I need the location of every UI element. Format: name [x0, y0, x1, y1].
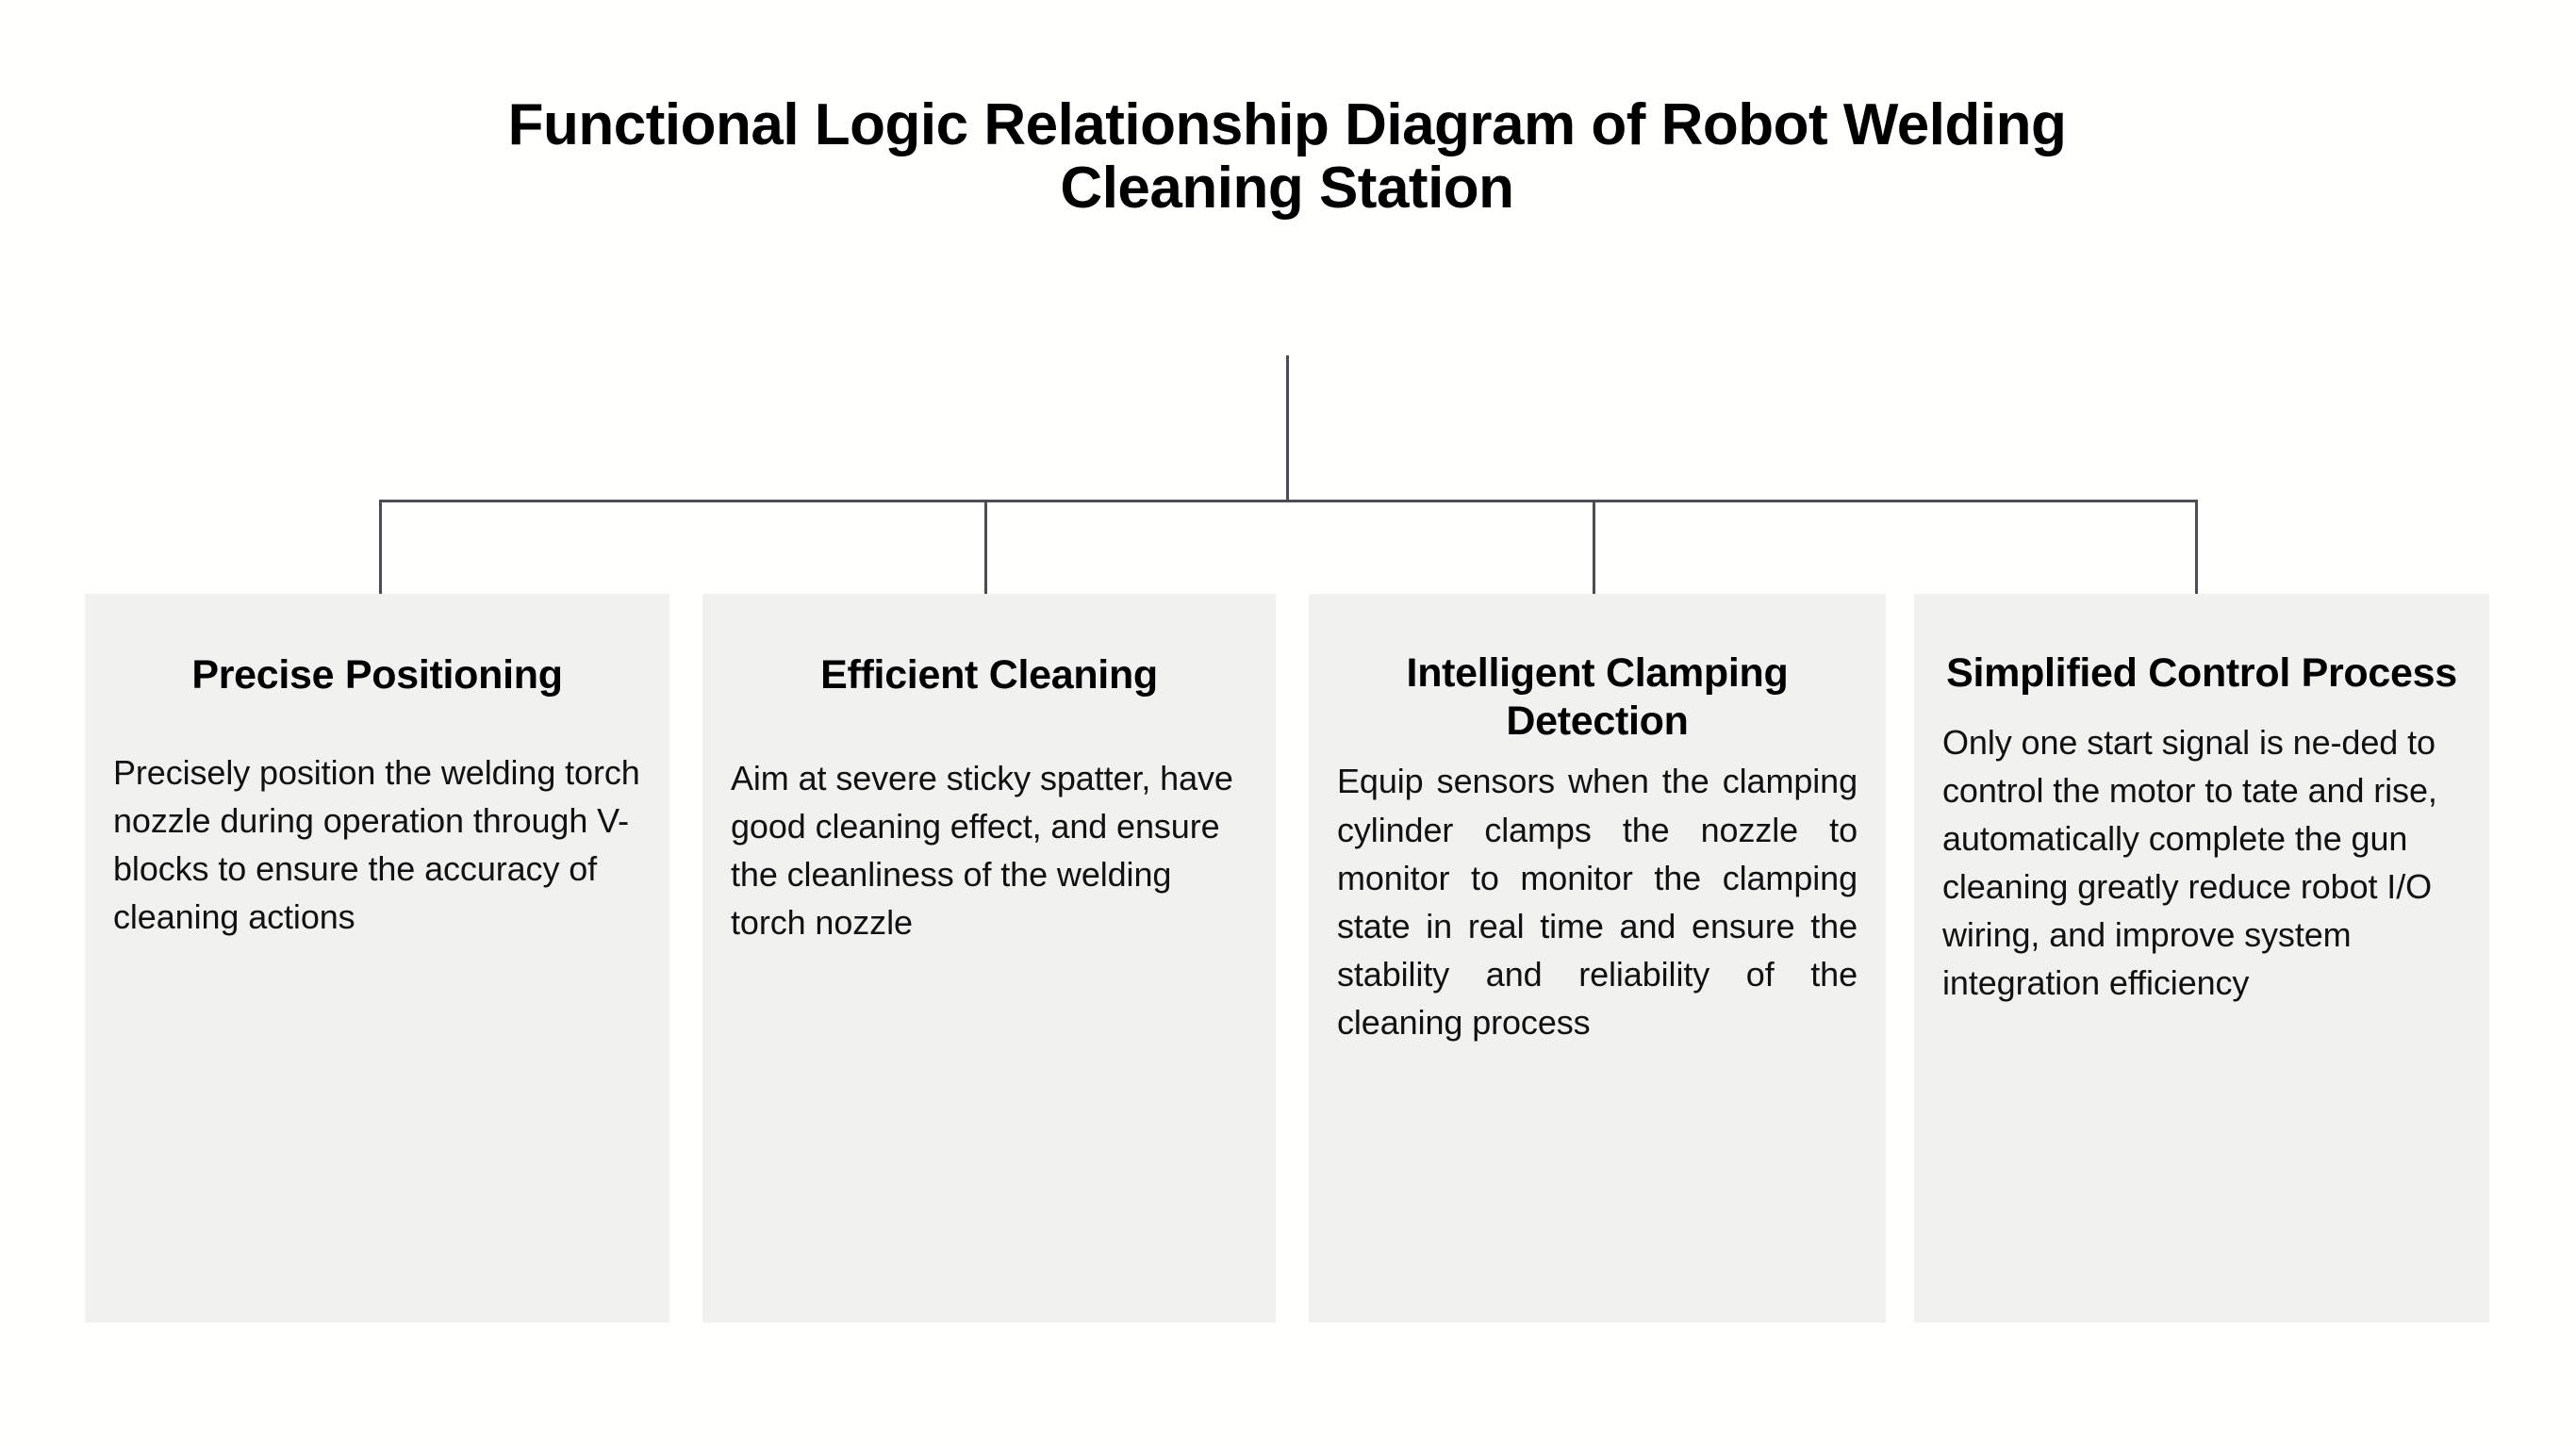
card-body: Aim at severe sticky spatter, have good … [731, 758, 1233, 943]
connector-drop-3 [1593, 500, 1595, 595]
card-title: Precise Positioning [191, 652, 563, 698]
card-precise-positioning: Precise Positioning Precisely position t… [85, 594, 669, 1323]
card-title: Simplified Control Process [1946, 650, 2457, 696]
card-body: Only one start signal is ne-ded to contr… [1942, 722, 2437, 1003]
connector-drop-1 [379, 500, 382, 595]
card-title: Intelligent Clamping Detection [1406, 650, 1789, 744]
connector-root-stem [1286, 355, 1289, 502]
connector-horizontal-bus [379, 500, 2198, 502]
card-body: Equip sensors when the clamping cylinder… [1337, 762, 1858, 1043]
card-title: Efficient Cleaning [820, 652, 1158, 698]
card-intelligent-clamping-detection: Intelligent Clamping Detection Equip sen… [1309, 594, 1886, 1323]
connector-drop-2 [984, 500, 987, 595]
card-simplified-control-process: Simplified Control Process Only one star… [1914, 594, 2489, 1323]
card-efficient-cleaning: Efficient Cleaning Aim at severe sticky … [702, 594, 1276, 1323]
page-title: Functional Logic Relationship Diagram of… [507, 92, 2067, 221]
connector-drop-4 [2195, 500, 2198, 595]
card-body: Precisely position the welding torch noz… [113, 752, 640, 937]
